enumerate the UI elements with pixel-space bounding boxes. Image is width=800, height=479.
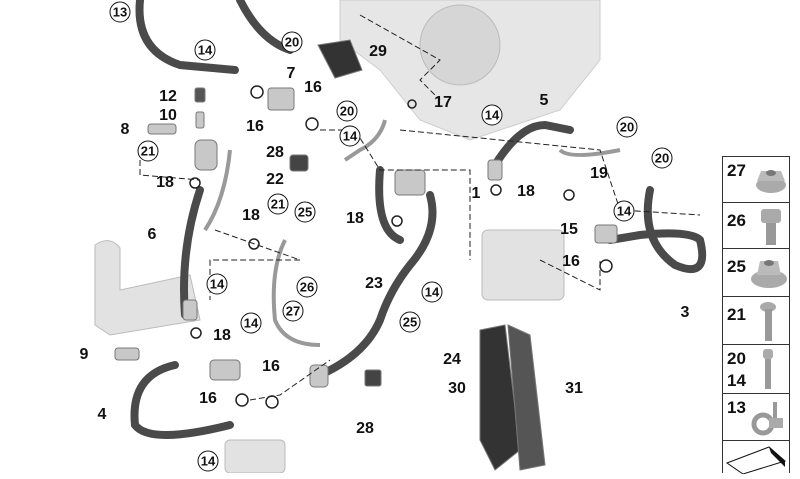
callout-label: 18 [156,174,174,191]
callout-label: 16 [562,253,580,270]
callout-label: 19 [590,165,608,182]
hose-5 [491,120,574,169]
callout-label: 28 [266,144,284,161]
callout-label: 23 [365,275,383,292]
callout-circled-label: 14 [339,125,361,147]
callout-label: 24 [443,351,461,368]
callout-label: 29 [369,43,387,60]
legend-cell-21: 21 [723,297,789,345]
callout-label: 17 [434,94,452,111]
callout-label: 12 [159,88,177,105]
callout-circled-label: 14 [206,273,228,295]
hose-4 [130,361,234,439]
callout-label: 4 [97,406,107,423]
legend-cell-27: 27 [723,157,789,203]
compressor-pulley [419,4,501,86]
oil-cooler-left [94,240,201,336]
callout-label: 30 [448,380,466,397]
callout-label: 5 [539,92,549,109]
legend-label: 21 [727,305,746,324]
legend-label: 20 [727,349,746,368]
callout-circled-label: 26 [296,276,318,298]
torx-bolt-icon [760,302,776,341]
callout-circled-label: 14 [613,200,635,222]
flange-nut-icon [756,170,786,193]
hose-13 [135,0,239,74]
callout-label: 6 [147,226,157,243]
callout-label: 28 [356,420,374,437]
callout-label: 9 [79,346,89,363]
callout-circled-label: 14 [197,450,219,472]
callout-circled-label: 25 [294,201,316,223]
legend-cell-13: 13 [723,394,789,441]
callout-label: 18 [346,210,364,227]
callout-circled-label: 14 [481,104,503,126]
compressor-lower [224,439,286,473]
hose-3 [606,186,707,273]
hose-main [316,191,437,379]
callout-label: 1 [471,185,481,202]
callout-label: 18 [213,327,231,344]
hose-1 [375,166,404,244]
hose-clamp-icon [751,402,783,436]
fastener-legend-panel: 27 26 25 21 20 14 13 [722,156,790,475]
legend-label: 27 [727,161,746,180]
legend-label: 26 [727,211,746,230]
sheet-icon [725,446,787,475]
legend-cell-20-14: 20 14 [723,345,789,394]
callout-circled-label: 13 [109,1,131,23]
callout-label: 10 [159,107,177,124]
hex-bolt-icon [761,209,781,245]
socket-screw-icon [763,349,773,389]
callout-circled-label: 21 [137,140,159,162]
oil-cooler-right [481,229,565,301]
legend-label: 25 [727,257,746,276]
callout-circled-label: 14 [194,39,216,61]
callout-label: 8 [120,121,130,138]
callout-label: 7 [286,65,296,82]
callout-circled-label: 14 [240,312,262,334]
callout-circled-label: 21 [267,193,289,215]
legend-label: 14 [727,371,746,390]
callout-label: 31 [565,380,583,397]
legend-label: 13 [727,398,746,417]
callout-label: 15 [560,221,578,238]
callout-label: 16 [262,358,280,375]
callout-circled-label: 27 [282,300,304,322]
callout-circled-label: 20 [281,31,303,53]
callout-label: 16 [246,118,264,135]
callout-circled-label: 20 [651,147,673,169]
legend-cell-sheet [723,441,789,475]
o-rings [189,85,613,409]
callout-label: 18 [517,183,535,200]
callout-label: 3 [680,304,690,321]
collar-nut-icon [751,260,787,288]
callout-label: 16 [199,390,217,407]
callout-circled-label: 14 [421,281,443,303]
callout-label: 16 [304,79,322,96]
legend-cell-26: 26 [723,203,789,249]
callout-circled-label: 20 [616,116,638,138]
callout-circled-label: 20 [336,100,358,122]
callout-label: 22 [266,171,284,188]
callout-circled-label: 25 [399,311,421,333]
callout-label: 18 [242,207,260,224]
legend-cell-25: 25 [723,249,789,297]
metal-pipes [203,119,621,347]
